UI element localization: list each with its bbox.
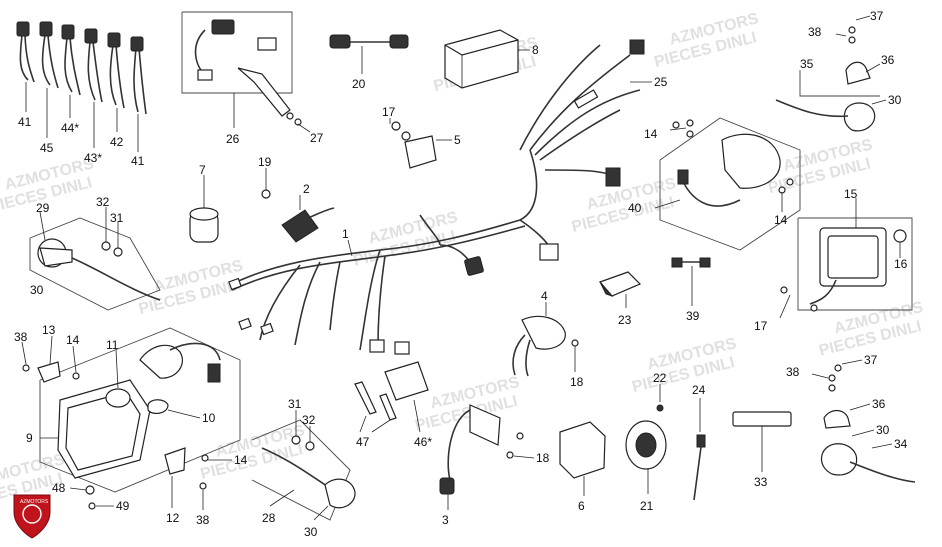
callout-38: 38 [786,365,800,379]
connector-set-top-left: 41 45 44* 43* 42 41 [16,21,147,168]
part-8-battery: 8 [444,29,539,89]
part-23-switch: 23 [598,271,642,327]
callout-31: 31 [110,211,124,225]
callout-32: 32 [302,413,316,427]
callout-17: 17 [754,319,768,333]
callout-38: 38 [808,25,822,39]
callout-6: 6 [578,499,585,513]
callout-9: 9 [26,431,33,445]
callout-23: 23 [618,313,632,327]
part-group-34-light: 37 38 36 30 34 [786,353,916,483]
part-21-horn: 22 21 [625,371,667,513]
callout-7: 7 [199,163,206,177]
callout-49: 49 [116,499,130,513]
callout-24: 24 [692,383,706,397]
part-group-26: 26 27 [181,11,324,146]
callout-40: 40 [628,201,642,215]
part-group-40-tail: 14 14 40 [628,117,801,251]
callout-29: 29 [36,201,50,215]
callout-11: 11 [106,338,119,352]
part-33-pad: 33 [732,411,792,489]
callout-36: 36 [881,53,895,67]
part-group-35-light: 37 38 36 30 35 [775,9,902,132]
callout-10: 10 [202,411,216,425]
part-group-15-taillight: 15 16 17 [754,187,913,333]
part-group-28-turn-signal: 31 32 28 30 [251,397,356,539]
callout-36: 36 [872,397,886,411]
callout-37: 37 [864,353,878,367]
part-25-harness: 25 [519,39,668,161]
callout-42: 42 [110,135,124,149]
callout-14: 14 [644,127,658,141]
callout-30: 30 [876,423,890,437]
callout-27: 27 [310,131,324,145]
callout-28: 28 [262,511,276,525]
callout-41: 41 [131,154,145,168]
callout-38: 38 [196,513,210,527]
callout-43: 43* [84,151,102,165]
callout-14: 14 [774,213,788,227]
callout-31: 31 [288,397,302,411]
callout-47: 47 [356,435,370,449]
callout-13: 13 [42,323,56,337]
part-group-3-coil: 3 18 [439,404,550,527]
callout-38: 38 [14,330,28,344]
part-39-lead: 39 [671,257,711,323]
callout-30: 30 [30,283,44,297]
callout-44: 44* [61,121,79,135]
part-14-screws: 14 [672,121,680,129]
callout-15: 15 [844,187,858,201]
callout-30: 30 [304,525,318,539]
callout-16: 16 [894,257,908,271]
callout-25: 25 [654,75,668,89]
part-group-46-fuse: 47 46* [354,361,432,449]
callout-18: 18 [536,451,550,465]
logo-text: AZMOTORS [20,499,49,505]
part-20-cable: 20 [329,34,409,91]
callout-30: 30 [888,93,902,107]
callout-45: 45 [40,141,54,155]
callout-14: 14 [66,333,80,347]
part-7-flasher: 7 [189,163,219,243]
callout-14: 14 [234,453,248,467]
callout-12: 12 [166,511,180,525]
callout-46: 46* [414,435,432,449]
callout-17: 17 [382,105,396,119]
callout-2: 2 [303,182,310,196]
callout-8: 8 [532,43,539,57]
part-group-9-headlight: 38 13 14 11 10 9 12 38 14 48 49 [14,323,248,527]
callout-22: 22 [653,371,667,385]
callout-19: 19 [258,155,272,169]
part-1-main-harness: 1 [228,149,621,355]
part-4-coil: 4 18 [512,289,584,389]
callout-34: 34 [894,437,908,451]
callout-37: 37 [870,9,884,23]
part-2-rectifier: 19 2 [258,155,335,243]
callout-32: 32 [96,195,110,209]
callout-33: 33 [754,475,768,489]
callout-35: 35 [800,57,814,71]
callout-1: 1 [342,227,349,241]
part-6-cdi: 6 [559,421,606,513]
azmotors-logo: AZMOTORS [13,494,51,539]
callout-26: 26 [226,132,240,146]
callout-41: 41 [18,115,32,129]
part-5-relay: 17 5 [382,105,461,169]
callout-5: 5 [454,133,461,147]
callout-3: 3 [442,513,449,527]
callout-18: 18 [570,375,584,389]
part-group-29-turn-signal: 29 32 31 30 [29,195,161,311]
part-24-tie: 24 [692,383,706,501]
callout-21: 21 [640,499,654,513]
callout-39: 39 [686,309,700,323]
callout-20: 20 [352,77,366,91]
callout-48: 48 [52,481,66,495]
callout-4: 4 [541,289,548,303]
